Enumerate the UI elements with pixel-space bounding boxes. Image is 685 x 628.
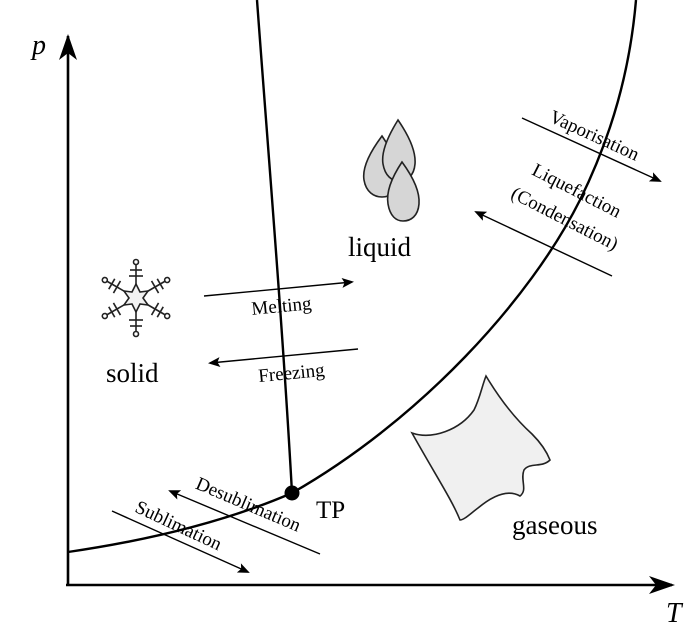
desublimation-label: Desublimation (193, 473, 305, 536)
triple-point-label: TP (316, 497, 345, 524)
sublimation-curve (67, 491, 293, 554)
y-axis-label: p (30, 30, 46, 61)
melting-arrow: Melting (203, 277, 354, 320)
liquefaction-arrow: Liquefaction (Condensation) (474, 160, 625, 277)
sublimation-arrow: Sublimation (111, 497, 250, 573)
melting-label: Melting (251, 293, 313, 320)
axes: p T (30, 30, 684, 628)
x-axis-arrowhead (649, 576, 675, 594)
triple-point-marker (284, 485, 300, 501)
y-axis-arrowhead (59, 34, 77, 60)
x-axis-label: T (666, 598, 684, 628)
phase-boundaries (67, 0, 638, 554)
snowflake-icon (101, 258, 171, 338)
solid-label: solid (106, 358, 159, 388)
liquid-label: liquid (348, 232, 412, 262)
melting-curve (255, 0, 294, 494)
vaporisation-curve (291, 0, 638, 495)
droplets-icon (362, 118, 420, 222)
gaseous-label: gaseous (512, 510, 597, 540)
freezing-label: Freezing (257, 360, 326, 387)
gas-cloud-icon (410, 374, 551, 521)
